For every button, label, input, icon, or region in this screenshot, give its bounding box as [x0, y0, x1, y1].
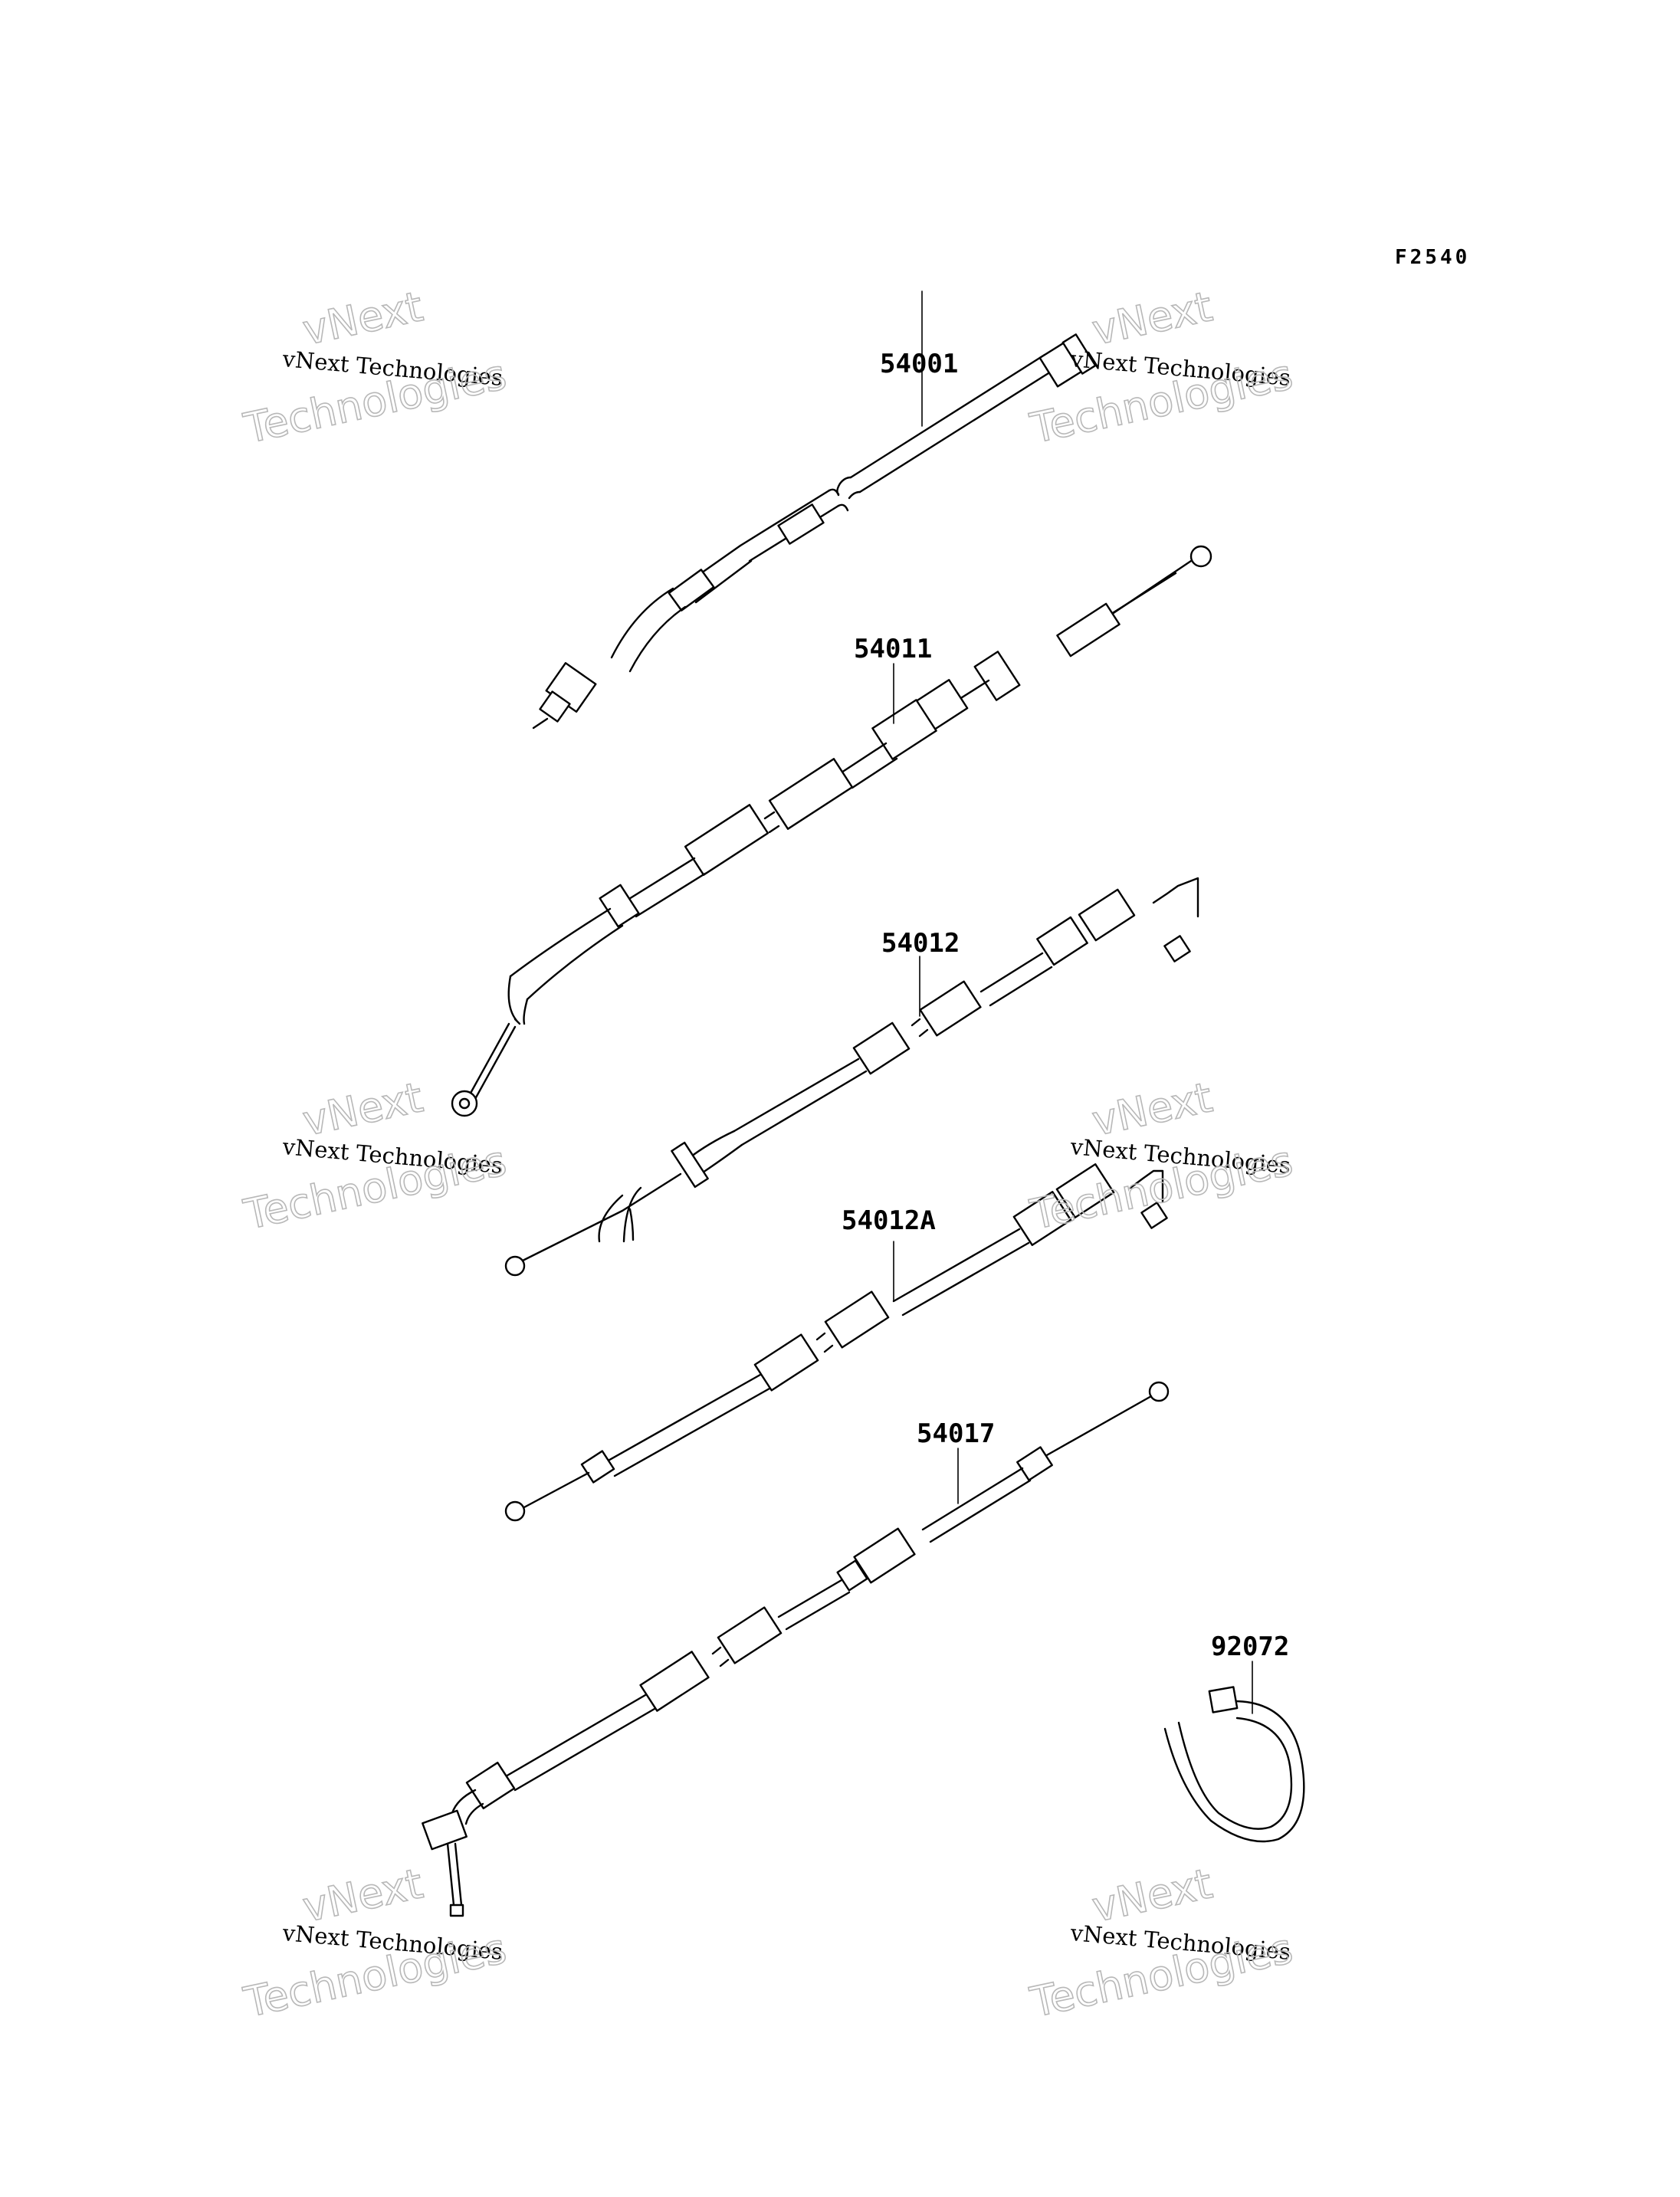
label-54001: 54001 — [880, 349, 958, 379]
watermark-top-left: vNext vNext Technologies Technologies — [239, 281, 511, 453]
cable-54001 — [532, 290, 1097, 730]
label-54017: 54017 — [917, 1418, 995, 1449]
watermark-bottom-right: vNext vNext Technologies Technologies — [1025, 1858, 1298, 2027]
cable-54012 — [504, 877, 1199, 1277]
svg-text:vNext: vNext — [299, 1859, 427, 1931]
svg-text:vNext: vNext — [1088, 1859, 1216, 1931]
label-54012a: 54012A — [842, 1205, 936, 1236]
label-54011: 54011 — [854, 634, 932, 664]
svg-text:vNext: vNext — [299, 1073, 427, 1145]
svg-text:vNext: vNext — [1088, 282, 1216, 354]
figure-code: F2540 — [1395, 246, 1470, 269]
cable-54017 — [422, 1381, 1170, 1917]
band-92072 — [1163, 1661, 1305, 1843]
watermark-bottom-left: vNext vNext Technologies Technologies — [239, 1858, 511, 2027]
cable-54011 — [451, 545, 1212, 1117]
label-92072: 92072 — [1211, 1631, 1289, 1662]
svg-text:vNext: vNext — [299, 282, 427, 354]
svg-text:vNext: vNext — [1088, 1073, 1216, 1145]
cable-54012a — [504, 1163, 1168, 1522]
label-54012: 54012 — [881, 928, 960, 959]
